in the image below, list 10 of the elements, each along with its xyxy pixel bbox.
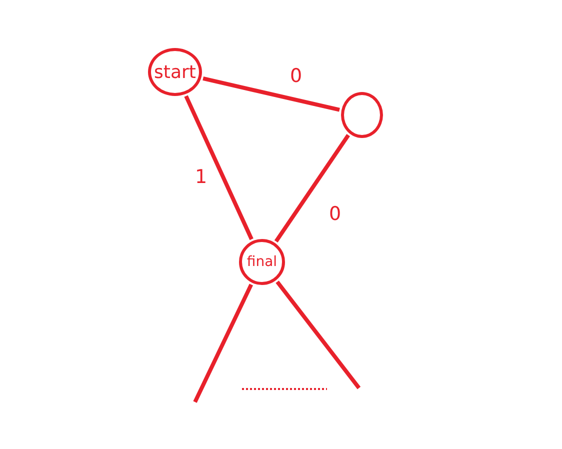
connector-line <box>276 280 361 390</box>
state-label: start <box>154 62 196 82</box>
state-circle <box>148 48 202 96</box>
connector-line <box>202 76 340 112</box>
connector-line <box>274 134 350 242</box>
state-label: final <box>246 254 278 270</box>
state-circle <box>341 92 383 138</box>
connector-line <box>193 284 254 403</box>
connector-line <box>184 95 254 240</box>
state-circle <box>239 239 285 285</box>
